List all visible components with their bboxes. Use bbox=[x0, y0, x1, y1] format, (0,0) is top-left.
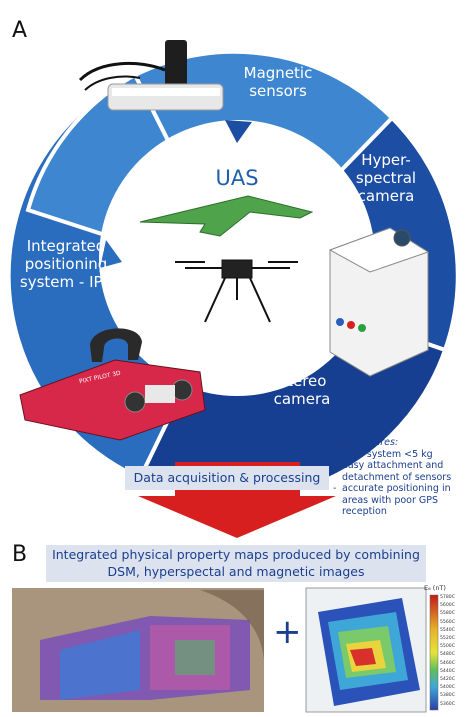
colorbar-tick: 5600C bbox=[440, 603, 455, 609]
label-stereo-camera: Stereo camera bbox=[262, 372, 342, 408]
plus-sign: + bbox=[273, 612, 302, 652]
feature-item: easy attachment and detachment of sensor… bbox=[333, 460, 473, 483]
data-acquisition-label: Data acquisition & processing bbox=[125, 466, 329, 490]
colorbar-tick: 5400C bbox=[440, 685, 455, 691]
colorbar-title: E₆ (nT) bbox=[424, 584, 446, 592]
label-magnetic-sensors: Magnetic sensors bbox=[228, 64, 328, 100]
label-stereo-line2: camera bbox=[273, 390, 331, 408]
magnetic-map bbox=[305, 587, 427, 713]
stereo-camera-image bbox=[19, 328, 206, 441]
colorbar bbox=[429, 594, 439, 711]
colorbar-tick: 5560C bbox=[440, 619, 455, 625]
features-list: total system <5 kg easy attachment and d… bbox=[333, 449, 473, 518]
feature-item: accurate positioning in areas with poor … bbox=[333, 483, 473, 518]
multicopter-uav-image bbox=[175, 259, 298, 323]
label-ips: Integrated positioning system - IPS bbox=[16, 237, 116, 291]
panel-b-title: Integrated physical property maps produc… bbox=[46, 545, 426, 582]
label-ips-line1: Integrated bbox=[26, 237, 106, 255]
magnetic-sensor-image bbox=[78, 40, 224, 111]
colorbar-tick: 5380C bbox=[440, 693, 455, 699]
colorbar-tick: 5460C bbox=[440, 660, 455, 666]
colorbar-tick: 5540C bbox=[440, 627, 455, 633]
label-hyperspectral-camera: Hyper- spectral camera bbox=[344, 151, 428, 205]
label-hyperspectral-line2: spectral bbox=[355, 169, 417, 187]
colorbar-tick: 5580C bbox=[440, 611, 455, 617]
dsm-hyperspectral-map bbox=[12, 588, 264, 712]
label-magnetic-line2: sensors bbox=[249, 82, 307, 100]
hyperspectral-camera-image bbox=[328, 227, 430, 377]
colorbar-tick: 5440C bbox=[440, 668, 455, 674]
features-heading: UAS features: bbox=[333, 437, 399, 448]
label-hyperspectral-line3: camera bbox=[357, 187, 415, 205]
label-stereo-line1: Stereo bbox=[277, 372, 327, 390]
colorbar-tick: 5420C bbox=[440, 677, 455, 683]
colorbar-ticks: 5780C 5600C 5580C 5560C 5540C 5520C 5500… bbox=[440, 594, 474, 709]
label-ips-line2: positioning bbox=[24, 255, 108, 273]
label-ips-line3: system - IPS bbox=[19, 273, 113, 291]
uas-features: UAS features: total system <5 kg easy at… bbox=[333, 437, 473, 518]
feature-item: total system <5 kg bbox=[333, 449, 473, 461]
colorbar-tick: 5780C bbox=[440, 595, 455, 600]
colorbar-tick: 5480C bbox=[440, 652, 455, 658]
colorbar-tick: 5360C bbox=[440, 701, 455, 707]
panel-b-title-line2: DSM, hyperspectal and magnetic images bbox=[107, 564, 365, 579]
panel-b-letter: B bbox=[12, 542, 28, 567]
colorbar-tick: 5520C bbox=[440, 636, 455, 642]
colorbar-tick: 5500C bbox=[440, 644, 455, 650]
label-magnetic-line1: Magnetic bbox=[243, 64, 313, 82]
label-hyperspectral-line1: Hyper- bbox=[361, 151, 411, 169]
uas-title: UAS bbox=[215, 166, 259, 190]
fixed-wing-uav-image bbox=[139, 195, 314, 237]
panel-b-title-line1: Integrated physical property maps produc… bbox=[52, 547, 420, 562]
panel-a-letter: A bbox=[12, 18, 28, 43]
